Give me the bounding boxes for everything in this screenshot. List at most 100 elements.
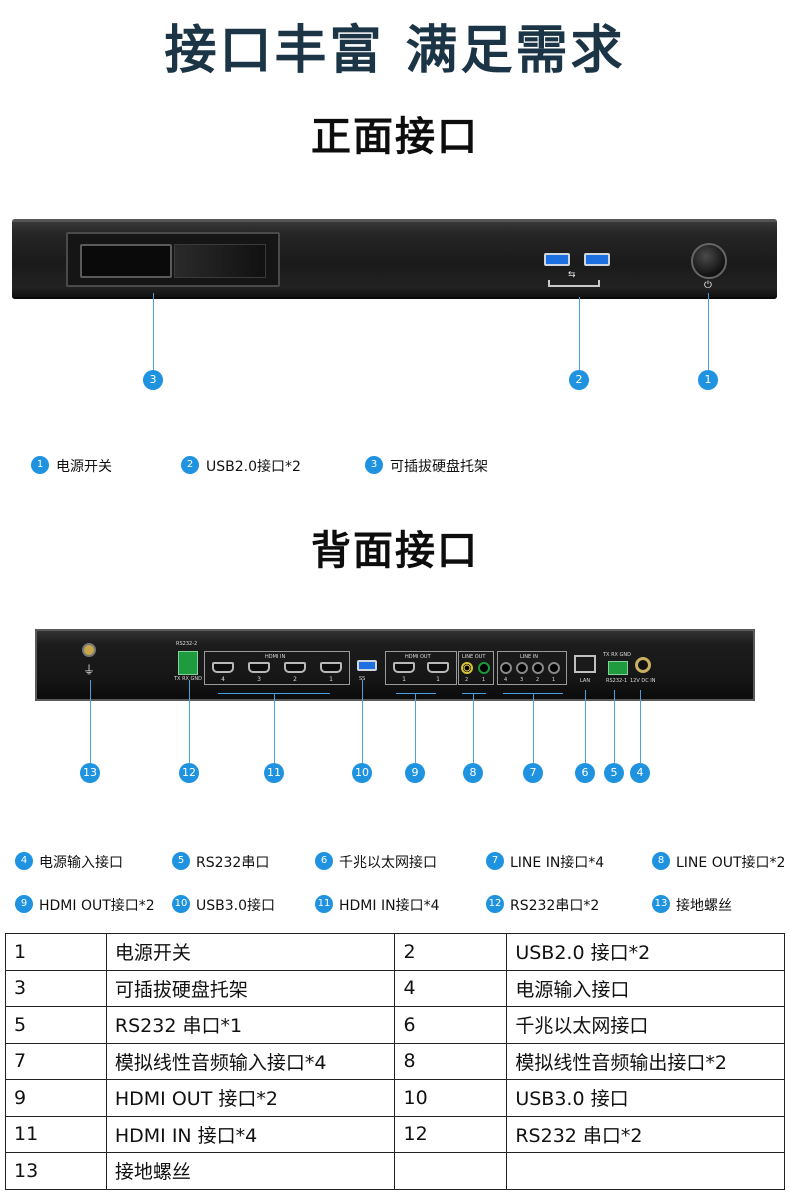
lan-port	[574, 655, 596, 673]
line-in-jack	[516, 662, 528, 674]
table-cell: 1	[5, 933, 107, 971]
ground-icon: ⏚	[83, 663, 96, 677]
table-cell: 接地螺丝	[105, 1152, 396, 1190]
ground-screw	[82, 643, 96, 657]
callout-line-8	[473, 693, 474, 763]
rear-marker-10: 10	[352, 763, 372, 783]
callout-line-3	[153, 293, 154, 371]
callout-line-9	[415, 693, 416, 763]
rs232-1-pin-label: TX RX GND	[603, 652, 632, 658]
table-row: 11 HDMI IN 接口*4 12 RS232 串口*2	[5, 1115, 785, 1153]
power-button	[691, 243, 727, 279]
line-out-group	[458, 651, 494, 685]
table-cell: 11	[5, 1115, 107, 1153]
rear-marker-4: 4	[630, 763, 650, 783]
rear-marker-7: 7	[523, 763, 543, 783]
line-out-port-num: 1	[482, 677, 486, 683]
callout-line-11	[274, 693, 275, 763]
table-cell: 6	[394, 1006, 508, 1044]
usb-bracket	[548, 280, 600, 287]
table-cell: 可插拔硬盘托架	[105, 969, 396, 1007]
table-cell: HDMI IN 接口*4	[105, 1115, 396, 1153]
line-in-port-num: 1	[552, 677, 556, 683]
front-legend-text: 可插拔硬盘托架	[390, 459, 488, 475]
table-cell: 13	[5, 1152, 107, 1190]
rear-marker-6: 6	[575, 763, 595, 783]
drive-bay	[66, 232, 280, 287]
table-cell: 电源开关	[105, 933, 396, 971]
usb3-port	[357, 660, 377, 671]
front-legend-text: USB2.0接口*2	[206, 459, 301, 475]
line-in-jack	[500, 662, 512, 674]
rear-legend-num: 6	[315, 852, 333, 870]
hdmi-out-port	[427, 662, 449, 673]
table-row: 13 接地螺丝	[5, 1152, 785, 1190]
table-cell: 12	[394, 1115, 508, 1153]
rear-legend-num: 13	[652, 895, 670, 913]
table-cell: 10	[394, 1079, 508, 1117]
callout-line-13	[90, 680, 91, 763]
hdmi-in-port-num: 4	[221, 676, 225, 683]
front-legend-num: 3	[365, 456, 383, 474]
rear-marker-12: 12	[179, 763, 199, 783]
line-in-port-num: 2	[536, 677, 540, 683]
front-section-title: 正面接口	[311, 114, 479, 160]
callout-line-6	[585, 690, 586, 763]
table-cell: 模拟线性音频输入接口*4	[105, 1042, 396, 1080]
rear-marker-9: 9	[405, 763, 425, 783]
hdmi-in-port	[284, 662, 306, 673]
rear-legend-text: HDMI IN接口*4	[339, 898, 440, 914]
table-cell: RS232 串口*1	[105, 1006, 396, 1044]
rear-marker-8: 8	[463, 763, 483, 783]
rear-legend-num: 9	[15, 895, 33, 913]
rs232-2-terminal	[178, 651, 198, 675]
table-row: 3 可插拔硬盘托架 4 电源输入接口	[5, 969, 785, 1007]
hdmi-in-group	[204, 651, 350, 685]
callout-line-2	[579, 297, 580, 371]
table-cell	[506, 1152, 785, 1190]
hdmi-out-port-num: 1	[402, 676, 406, 683]
table-cell: 7	[5, 1042, 107, 1080]
hdmi-in-port-num: 2	[293, 676, 297, 683]
rear-legend-text: USB3.0接口	[196, 898, 276, 914]
table-cell: RS232 串口*2	[506, 1115, 785, 1153]
table-cell: USB3.0 接口	[506, 1079, 785, 1117]
callout-line-7	[533, 693, 534, 763]
rear-legend-text: RS232串口	[196, 855, 270, 871]
dc-power-jack	[635, 657, 651, 673]
table-cell: USB2.0 接口*2	[506, 933, 785, 971]
hdmi-in-port	[320, 662, 342, 673]
table-cell: 5	[5, 1006, 107, 1044]
line-out-label: LINE OUT	[462, 654, 486, 660]
callout-line-10	[362, 680, 363, 763]
hdmi-out-label: HDMI OUT	[405, 654, 431, 660]
callout-line-12	[189, 680, 190, 763]
hdmi-in-port-num: 3	[257, 676, 261, 683]
rear-legend-num: 10	[172, 895, 190, 913]
rs232-2-pin-label: TX RX GND	[174, 676, 203, 682]
rs232-1-label: RS232-1	[606, 678, 628, 684]
front-marker-3: 3	[143, 370, 163, 390]
usb3-label: SS	[359, 676, 366, 682]
rear-legend-num: 5	[172, 852, 190, 870]
line-in-group	[497, 651, 567, 685]
hdmi-in-port	[248, 662, 270, 673]
line-out-jack	[478, 662, 490, 674]
page-title: 接口丰富 满足需求	[164, 21, 626, 81]
rs232-1-terminal	[608, 661, 628, 675]
line-out-port-num: 2	[465, 677, 469, 683]
front-legend-num: 1	[31, 456, 49, 474]
front-legend-text: 电源开关	[56, 459, 112, 475]
drive-bay-slot	[174, 244, 266, 278]
table-row: 7 模拟线性音频输入接口*4 8 模拟线性音频输出接口*2	[5, 1042, 785, 1080]
table-cell: 电源输入接口	[506, 969, 785, 1007]
hdmi-out-port-num: 1	[436, 676, 440, 683]
power-icon: ⏻	[704, 280, 712, 291]
drive-bay-handle	[80, 244, 172, 278]
callout-line-1	[708, 293, 709, 371]
table-cell: 4	[394, 969, 508, 1007]
line-out-jack	[461, 662, 473, 674]
rs232-2-top-label: RS232-2	[176, 641, 198, 647]
hdmi-out-port	[393, 662, 415, 673]
table-row: 9 HDMI OUT 接口*2 10 USB3.0 接口	[5, 1079, 785, 1117]
